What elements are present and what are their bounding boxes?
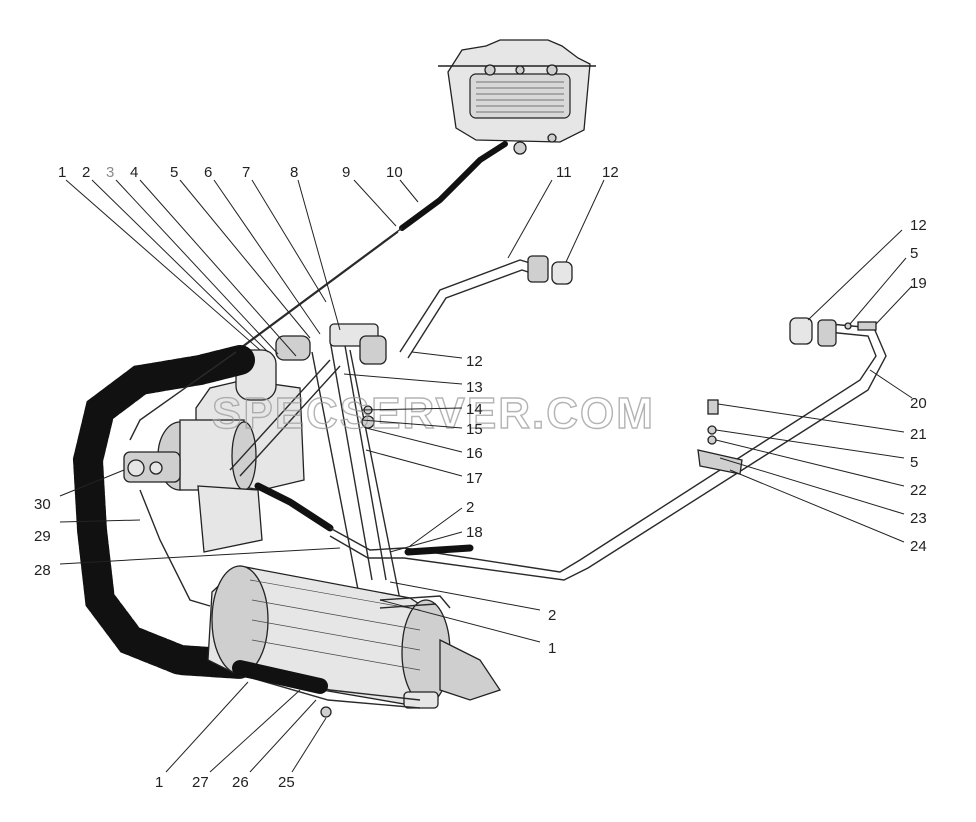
heater-pump <box>123 451 181 483</box>
callout-12-top: 12 <box>602 164 619 181</box>
callout-22: 22 <box>910 482 927 499</box>
callout-4-top: 4 <box>130 164 138 181</box>
callout-2-low: 2 <box>548 607 556 624</box>
callout-1-low: 1 <box>548 640 556 657</box>
callout-8-top: 8 <box>290 164 298 181</box>
tube-29 <box>139 489 211 607</box>
radiator-hose <box>399 141 508 231</box>
callout-5-right: 5 <box>910 245 918 262</box>
heater-radiator <box>438 39 596 155</box>
callout-9-top: 9 <box>342 164 350 181</box>
callout-5-top: 5 <box>170 164 178 181</box>
callout-12-mid: 12 <box>466 353 483 370</box>
callout-2-mid: 2 <box>466 499 474 516</box>
callout-12-right: 12 <box>910 217 927 234</box>
callout-18: 18 <box>466 524 483 541</box>
callout-16: 16 <box>466 445 483 462</box>
callout-24: 24 <box>910 538 927 555</box>
callout-25: 25 <box>278 774 295 791</box>
callout-3-top: 3 <box>106 164 114 181</box>
callout-28: 28 <box>34 562 51 579</box>
callout-19: 19 <box>910 275 927 292</box>
heater-unit <box>123 335 311 553</box>
callout-21: 21 <box>910 426 927 443</box>
callout-7-top: 7 <box>242 164 250 181</box>
corrugated-hose-30 <box>72 345 255 679</box>
callout-5-mid: 5 <box>910 454 918 471</box>
callout-6-top: 6 <box>204 164 212 181</box>
callout-10-top: 10 <box>386 164 403 181</box>
pipe-11 <box>399 255 573 359</box>
callout-1-bottom: 1 <box>155 774 163 791</box>
watermark: SPECSERVER.COM <box>212 389 655 438</box>
callout-26: 26 <box>232 774 249 791</box>
callout-20: 20 <box>910 395 927 412</box>
callout-15: 15 <box>466 421 483 438</box>
callout-14: 14 <box>466 401 483 418</box>
pipe-20 <box>403 317 887 581</box>
callout-1-top: 1 <box>58 164 66 181</box>
callout-27: 27 <box>192 774 209 791</box>
leader-lines <box>59 179 913 773</box>
support-bracket-17 <box>311 323 401 601</box>
callout-13: 13 <box>466 379 483 396</box>
lower-cylinder-unit <box>207 565 502 718</box>
callout-2-top: 2 <box>82 164 90 181</box>
callout-11-top: 11 <box>556 164 572 181</box>
callout-17: 17 <box>466 470 483 487</box>
callout-30: 30 <box>34 496 51 513</box>
callout-29: 29 <box>34 528 51 545</box>
thin-pipe-8 <box>239 227 403 349</box>
callout-labels: 1 2 3 4 5 6 7 8 9 10 11 12 12 5 19 20 21… <box>34 164 927 791</box>
callout-23: 23 <box>910 510 927 527</box>
